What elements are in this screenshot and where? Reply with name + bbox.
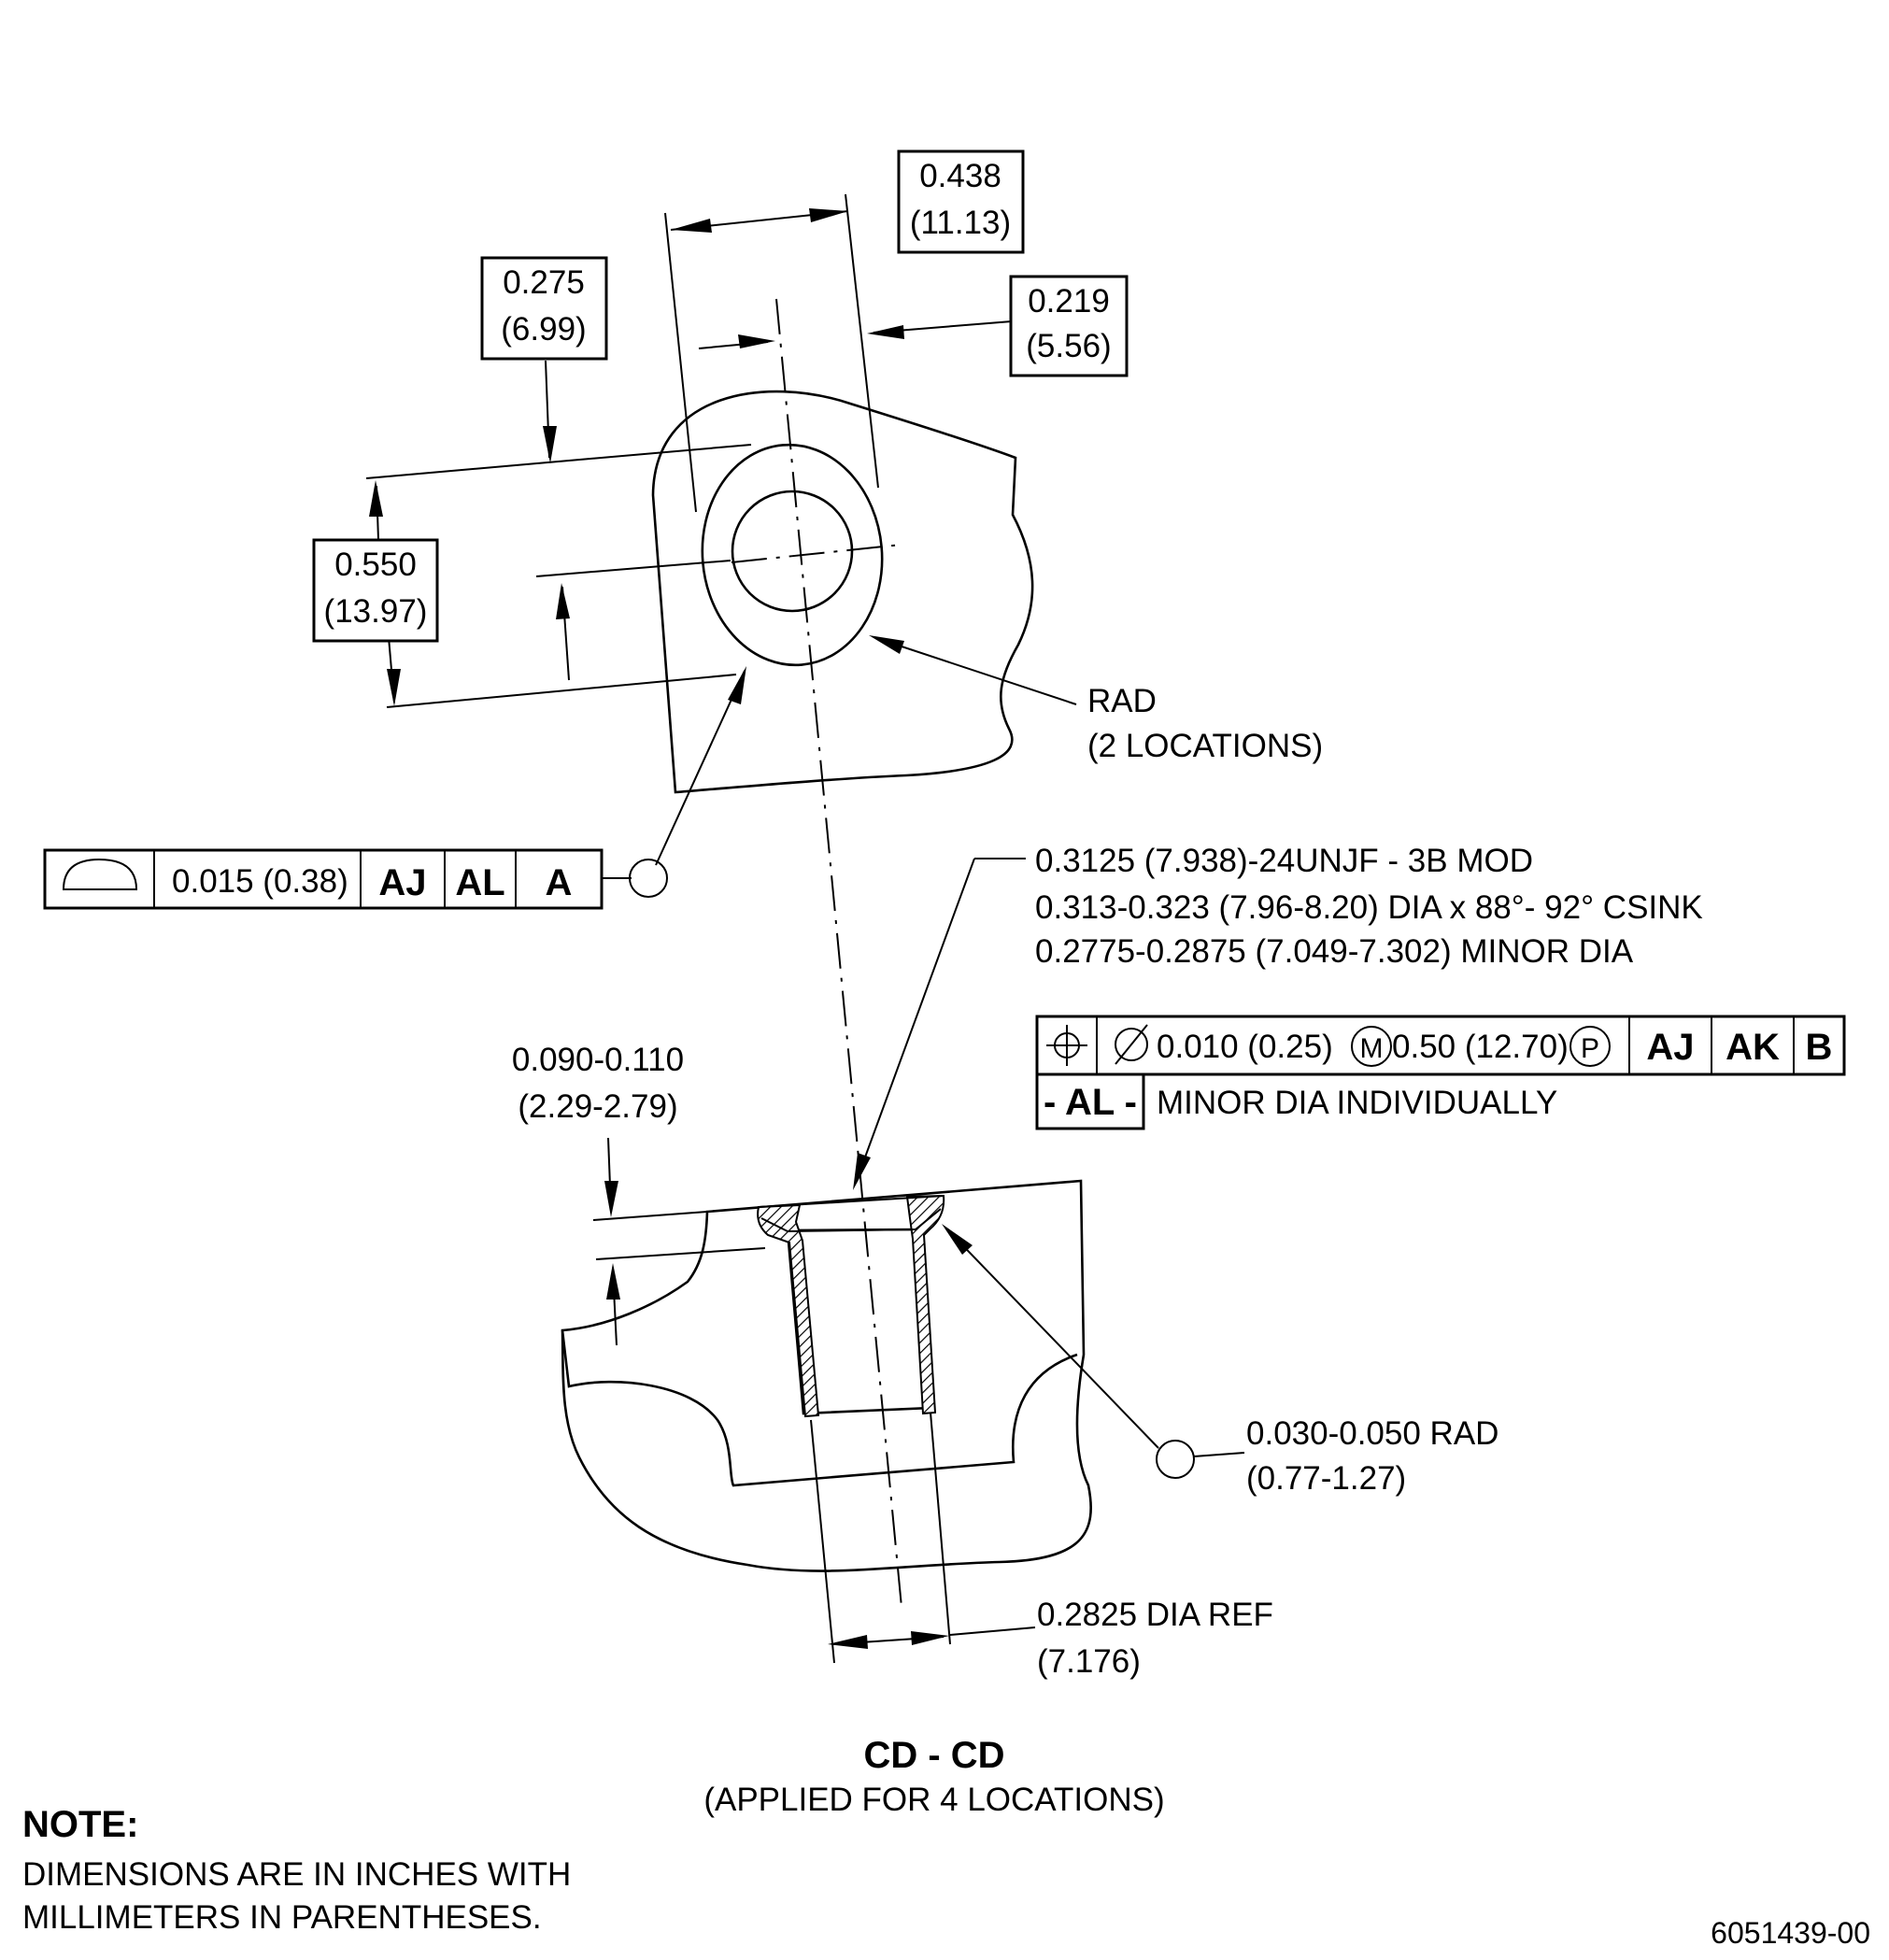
arrowhead (369, 480, 383, 517)
section-title: CD - CD (863, 1735, 1004, 1776)
dim-box-0438: 0.438 (11.13) (897, 149, 1025, 254)
csink-mark (915, 1208, 942, 1230)
leader-corner-rad-tail (1193, 1452, 1245, 1457)
dim-0438-mm: (11.13) (910, 205, 1011, 241)
ext-line-left (664, 212, 697, 513)
fcf-position-tolerance: 0.010 (0.25) (1157, 1029, 1333, 1065)
dim-0550-inch: 0.550 (334, 547, 417, 583)
arrowhead (728, 666, 746, 704)
csink-mark (760, 1217, 788, 1232)
ext-line-right (845, 193, 879, 489)
leader-bore-ref (949, 1626, 1036, 1636)
fcf-profile-datum-3: A (546, 862, 573, 903)
arrowhead (738, 334, 775, 348)
datum-feature-label: - AL - (1044, 1082, 1137, 1123)
dim-0219-inch: 0.219 (1028, 283, 1110, 320)
arrowhead (543, 426, 557, 463)
hole-centerline-horizontal (731, 544, 902, 563)
fcf-position-datum-2: AK (1726, 1027, 1780, 1068)
hole-centerline-vertical (775, 298, 902, 1608)
thread-callout-line1: 0.3125 (7.938)-24UNJF - 3B MOD (1035, 843, 1533, 879)
arrowhead (604, 1181, 618, 1217)
arrowhead (867, 325, 904, 339)
projected-modifier-circle (1569, 1026, 1611, 1067)
csink-line (787, 1229, 916, 1232)
dim-depth-mm: (2.29-2.79) (518, 1088, 677, 1125)
arrowhead (828, 1635, 868, 1649)
fcf-position-datum-1: AJ (1646, 1027, 1694, 1068)
arrowhead (869, 635, 904, 654)
dim-box-0219: 0.219 (5.56) (1009, 275, 1129, 377)
dim-0275-inch: 0.275 (503, 264, 585, 301)
arrowhead (606, 1263, 620, 1300)
corner-rad-mm: (0.77-1.27) (1246, 1460, 1406, 1497)
arrowhead (671, 219, 712, 233)
arrowhead (387, 669, 401, 706)
dim-0438-inch: 0.438 (919, 158, 1001, 194)
ext-line-lower (386, 674, 737, 708)
fcf-profile: 0.015 (0.38) AJ AL A (43, 848, 668, 910)
mmc-modifier-circle (1351, 1026, 1392, 1067)
datum-feature-box (1035, 1072, 1145, 1130)
profile-of-surface-icon (62, 858, 138, 890)
leader-corner-rad (946, 1229, 1159, 1449)
arrowhead (911, 1631, 949, 1645)
note-heading: NOTE: (22, 1804, 138, 1845)
section-view: 0.090-0.110 (2.29-2.79) 0.2825 DIA REF (… (512, 1042, 1499, 1680)
thread-callout-line3: 0.2775-0.2875 (7.049-7.302) MINOR DIA (1035, 933, 1634, 970)
top-view (365, 193, 1077, 1608)
ext-line-upper (365, 444, 752, 479)
note-line-1: DIMENSIONS ARE IN INCHES WITH (22, 1856, 571, 1893)
fcf-position: 0.010 (0.25) M 0.50 (12.70) P AJ AK B - … (1035, 1015, 1846, 1130)
mmc-modifier: M (1360, 1033, 1384, 1064)
part-outline-top (651, 390, 1034, 794)
fcf-profile-tolerance: 0.015 (0.38) (172, 863, 348, 900)
drawing-number: 6051439-00 (1711, 1916, 1870, 1950)
arrowhead (809, 208, 848, 222)
part-outline-section (561, 1179, 1092, 1572)
bore-ref-mm: (7.176) (1037, 1643, 1141, 1680)
position-icon (1046, 1025, 1087, 1066)
leader-profile (655, 670, 746, 866)
rad-label: RAD (1087, 683, 1157, 719)
dim-0219-mm: (5.56) (1026, 328, 1111, 364)
fcf-position-note: MINOR DIA INDIVIDUALLY (1157, 1085, 1557, 1121)
ext-line-center (535, 560, 731, 577)
leader-thread (855, 858, 975, 1184)
thread-callout-line2: 0.313-0.323 (7.96-8.20) DIA x 88°- 92° C… (1035, 889, 1703, 926)
arrowhead (853, 1153, 871, 1190)
ext-line-depth-top (592, 1211, 708, 1221)
leader-balloon (629, 859, 668, 898)
section-subtitle: (APPLIED FOR 4 LOCATIONS) (703, 1782, 1164, 1818)
fcf-position-projected: 0.50 (12.70) (1392, 1029, 1569, 1065)
section-break-line (561, 1329, 1078, 1487)
bore-ref-inch: 0.2825 DIA REF (1037, 1597, 1273, 1633)
hole-circle (731, 490, 854, 613)
dim-box-0275: 0.275 (6.99) (480, 256, 608, 361)
ext-line-bore-left (810, 1419, 835, 1664)
dim-0275-mm: (6.99) (501, 311, 586, 348)
rad-locations: (2 LOCATIONS) (1087, 728, 1323, 764)
diameter-icon (1115, 1024, 1148, 1065)
corner-rad-inch: 0.030-0.050 RAD (1246, 1415, 1498, 1452)
fcf-profile-datum-1: AJ (378, 862, 426, 903)
projected-modifier: P (1581, 1033, 1599, 1064)
ext-line-depth-bottom (595, 1247, 766, 1260)
ext-line-bore-right (930, 1412, 951, 1645)
dim-depth-inch: 0.090-0.110 (512, 1042, 684, 1078)
dim-0550-mm: (13.97) (324, 593, 428, 630)
csink-rim (758, 1195, 944, 1208)
arrowhead (556, 583, 570, 619)
fcf-position-datum-3: B (1806, 1027, 1833, 1068)
note-line-2: MILLIMETERS IN PARENTHESES. (22, 1899, 542, 1936)
dim-box-0550: 0.550 (13.97) (312, 538, 439, 643)
corner-rad-balloon (1156, 1440, 1195, 1479)
insert-hatch-right (905, 1194, 945, 1415)
arrowhead (942, 1224, 973, 1255)
leader-rad (875, 637, 1077, 705)
insert-hatch-left (757, 1203, 820, 1418)
fcf-profile-datum-2: AL (455, 862, 504, 903)
